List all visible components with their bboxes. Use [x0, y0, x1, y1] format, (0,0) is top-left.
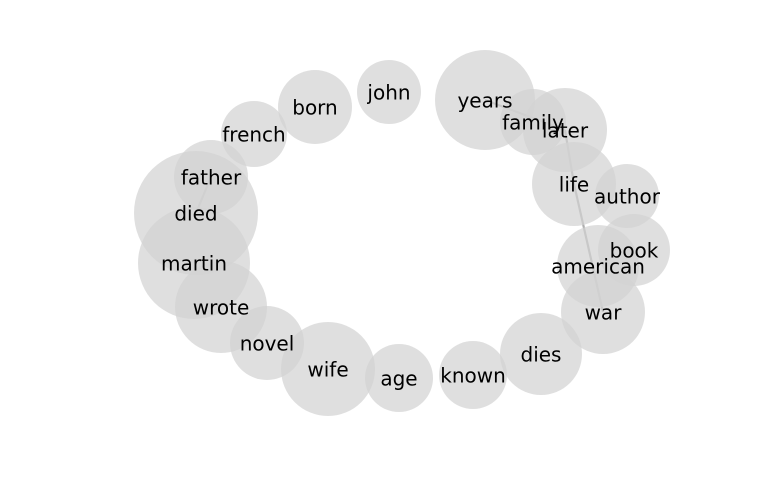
- node-label-family: family: [502, 111, 564, 135]
- node-circle-known: [439, 341, 507, 409]
- node-label-born: born: [292, 96, 337, 120]
- node-label-wife: wife: [307, 358, 348, 382]
- node-label-died: died: [174, 202, 217, 226]
- node-label-war: war: [585, 301, 623, 325]
- node-label-age: age: [380, 367, 417, 391]
- node-label-later: later: [542, 119, 589, 143]
- node-label-dies: dies: [521, 343, 562, 367]
- node-label-martin: martin: [161, 252, 227, 276]
- node-circle-age: [365, 344, 433, 412]
- node-circle-french: [221, 101, 287, 167]
- node-label-known: known: [440, 364, 506, 388]
- node-label-novel: novel: [240, 332, 295, 356]
- node-circle-john: [357, 60, 421, 124]
- node-label-french: french: [222, 123, 285, 147]
- node-circle-life: [532, 142, 616, 226]
- node-circle-author: [595, 164, 659, 228]
- node-label-years: years: [457, 89, 512, 113]
- node-label-book: book: [610, 239, 659, 263]
- node-label-american: american: [551, 255, 645, 279]
- node-circle-born: [278, 70, 352, 144]
- node-circle-dies: [500, 313, 582, 395]
- node-label-father: father: [181, 166, 242, 190]
- nodes-layer: [134, 50, 670, 416]
- node-circle-wife: [281, 322, 375, 416]
- node-label-life: life: [559, 173, 589, 197]
- node-label-author: author: [594, 185, 661, 209]
- node-label-wrote: wrote: [193, 296, 250, 320]
- node-circle-war: [561, 270, 645, 354]
- node-label-john: john: [366, 81, 410, 105]
- node-circle-father: [174, 140, 248, 214]
